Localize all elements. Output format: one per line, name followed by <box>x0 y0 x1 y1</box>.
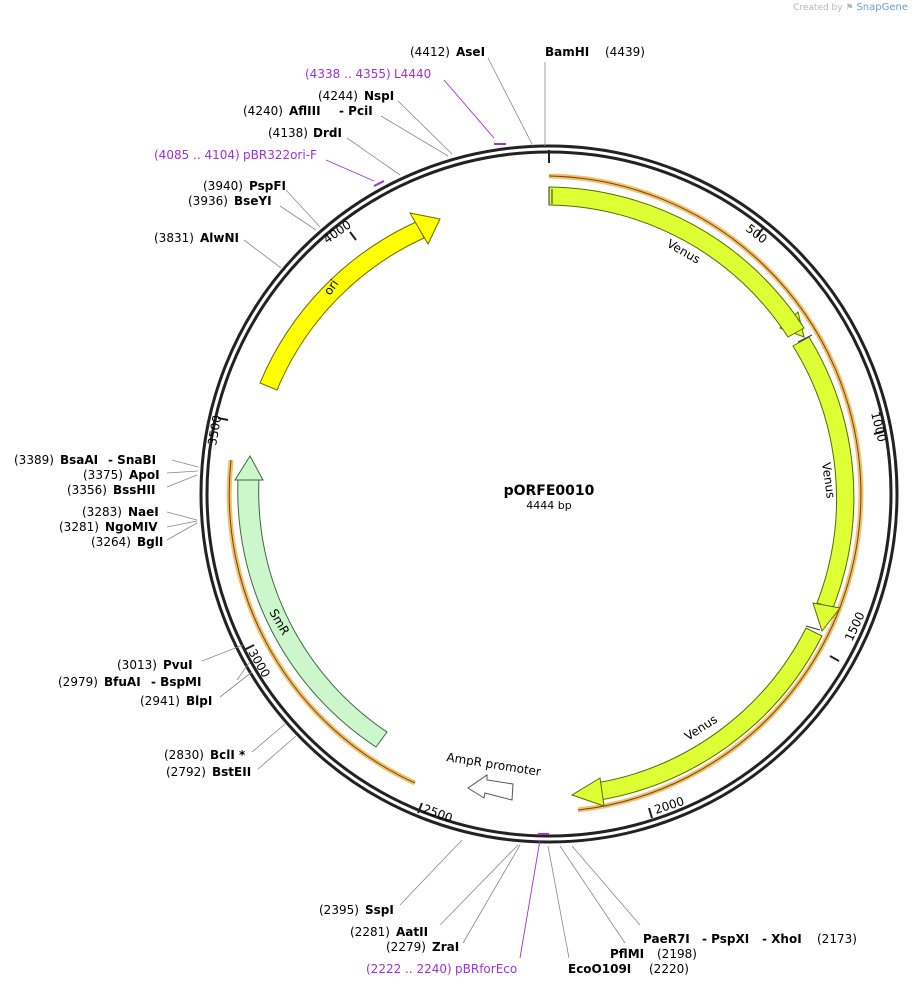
enzyme-name-naei: NaeI <box>128 505 159 519</box>
enzyme-name-bspmi: - BspMI <box>151 675 201 689</box>
enzyme-name-bamhi: BamHI <box>545 45 589 59</box>
primer-name-pbr322ori-f: pBR322ori-F <box>243 148 317 162</box>
enzyme-pos-afliii: (4240) <box>243 104 283 118</box>
primer-leader-lines <box>325 79 541 959</box>
ori-feature-body <box>259 221 425 391</box>
enzyme-pos-bsteii: (2792) <box>166 765 206 779</box>
backbone-outer-ring <box>199 144 899 844</box>
ruler-label-2500: 2500 <box>421 802 454 826</box>
ruler-tick-marks <box>217 150 885 819</box>
enzyme-name-afliii: AflIII <box>289 104 321 118</box>
enzyme-name-bseyi: BseYI <box>234 194 272 208</box>
enzyme-name-xhoi: - XhoI <box>762 932 802 946</box>
enzyme-pos-alwni: (3831) <box>154 231 194 245</box>
ruler-label-4000: 4000 <box>321 217 354 246</box>
enzyme-name-blpi: BlpI <box>186 694 212 708</box>
enzyme-name-ecoo109i: EcoO109I <box>568 962 631 976</box>
enzyme-pos-asei: (4412) <box>410 45 450 59</box>
enzyme-pos-pflmi: (2198) <box>657 947 697 961</box>
enzyme-name-aatii: AatII <box>396 925 428 939</box>
enzyme-pos-bamhi: (4439) <box>605 45 645 59</box>
venus-feature-2-arrowhead <box>812 602 841 633</box>
enzyme-pos-drdi: (4138) <box>268 126 308 140</box>
ruler-label-1000: 1000 <box>868 410 889 443</box>
enzyme-name-pvui: PvuI <box>163 658 193 672</box>
enzyme-pos-bcli: (2830) <box>164 748 204 762</box>
leader-lines <box>166 57 641 959</box>
enzyme-pos-blpi: (2941) <box>140 694 180 708</box>
enzyme-name-bsshii: BssHII <box>113 483 155 497</box>
ruler-label-500: 500 <box>743 221 770 246</box>
enzyme-name-pcii: - PciI <box>339 104 373 118</box>
snapgene-credit: Created by ⚑ SnapGene <box>793 2 908 13</box>
enzyme-pos-zrai: (2279) <box>386 940 426 954</box>
enzyme-name-bsaai: BsaAI <box>60 453 98 467</box>
enzyme-name-asei: AseI <box>456 45 485 59</box>
enzyme-name-alwni: AlwNI <box>200 231 239 245</box>
primer-name-pbrforeco: pBRforEco <box>455 962 517 976</box>
enzyme-pos-paer7i: (2173) <box>817 932 857 946</box>
credit-prefix: Created by <box>793 3 843 13</box>
credit-brand: SnapGene <box>856 2 908 13</box>
enzyme-name-pspxi-text: PspXI <box>711 932 749 946</box>
ori-feature-arrowhead <box>409 212 441 246</box>
feature-label-ampr-promoter: AmpR promoter <box>446 750 542 779</box>
orf-arc-left-core <box>228 459 416 784</box>
enzyme-pos-bfuai: (2979) <box>58 675 98 689</box>
enzyme-name-pspfi: PspFI <box>249 179 286 193</box>
orf-arc-right-core <box>548 175 862 811</box>
enzyme-pos-bseyi: (3936) <box>188 194 228 208</box>
enzyme-name-bsteii: BstEII <box>212 765 251 779</box>
enzyme-pos-ecoo109i: (2220) <box>649 962 689 976</box>
enzyme-pos-apoi: (3375) <box>83 468 123 482</box>
enzyme-name-bspmi-text: BspMI <box>160 675 201 689</box>
venus-feature-1 <box>548 187 805 338</box>
feature-label-venus-2: Venus <box>819 461 838 499</box>
enzyme-pos-pvui: (3013) <box>117 658 157 672</box>
enzyme-name-bfuai: BfuAI <box>104 675 141 689</box>
enzyme-pos-naei: (3283) <box>82 505 122 519</box>
enzyme-name-pspxi: - PspXI <box>702 932 749 946</box>
enzyme-pos-aatii: (2281) <box>350 925 390 939</box>
primer-marks <box>373 143 549 835</box>
enzyme-name-nspi: NspI <box>364 89 394 103</box>
enzyme-name-snabi-text: SnaBI <box>117 453 156 467</box>
enzyme-pos-bsaai: (3389) <box>14 453 54 467</box>
venus-feature-1-body <box>548 186 805 338</box>
ruler-label-3500: 3500 <box>205 414 224 447</box>
primer-range-l4440: (4338 .. 4355) <box>305 67 391 81</box>
smr-feature-arrowhead <box>234 455 264 481</box>
venus-hatches <box>548 187 821 631</box>
plasmid-size: 4444 bp <box>526 499 571 512</box>
smr-feature-body <box>237 477 388 748</box>
enzyme-name-pflmi: PflMI <box>610 947 644 961</box>
enzyme-name-ngomiv: NgoMIV <box>105 520 158 534</box>
primer-range-pbrforeco: (2222 .. 2240) <box>366 962 452 976</box>
enzyme-name-sspi: SspI <box>365 903 394 917</box>
snapgene-logo-icon: ⚑ <box>845 3 854 13</box>
enzyme-name-xhoi-text: XhoI <box>771 932 802 946</box>
enzyme-pos-bsshii: (3356) <box>67 483 107 497</box>
enzyme-name-bcli: BclI * <box>210 748 246 762</box>
orf-arc-right <box>548 173 864 813</box>
venus-feature-3-arrowhead <box>570 777 605 807</box>
enzyme-name-bgli: BglI <box>137 535 163 549</box>
enzyme-name-zrai: ZraI <box>432 940 459 954</box>
enzyme-pos-pspfi: (3940) <box>203 179 243 193</box>
enzyme-name-paer7i: PaeR7I <box>643 932 690 946</box>
enzyme-name-drdi: DrdI <box>313 126 342 140</box>
enzyme-name-snabi: - SnaBI <box>108 453 156 467</box>
enzyme-pos-sspi: (2395) <box>319 903 359 917</box>
enzyme-name-pcii-text: PciI <box>348 104 373 118</box>
enzyme-name-apoi: ApoI <box>129 468 160 482</box>
enzyme-pos-ngomiv: (3281) <box>59 520 99 534</box>
plasmid-name: pORFE0010 <box>504 483 595 499</box>
enzyme-pos-nspi: (4244) <box>318 89 358 103</box>
ampr-promoter-feature <box>467 774 514 801</box>
primer-range-pbr322ori-f: (4085 .. 4104) <box>154 148 240 162</box>
enzyme-pos-bgli: (3264) <box>91 535 131 549</box>
primer-name-l4440: L4440 <box>394 67 431 81</box>
